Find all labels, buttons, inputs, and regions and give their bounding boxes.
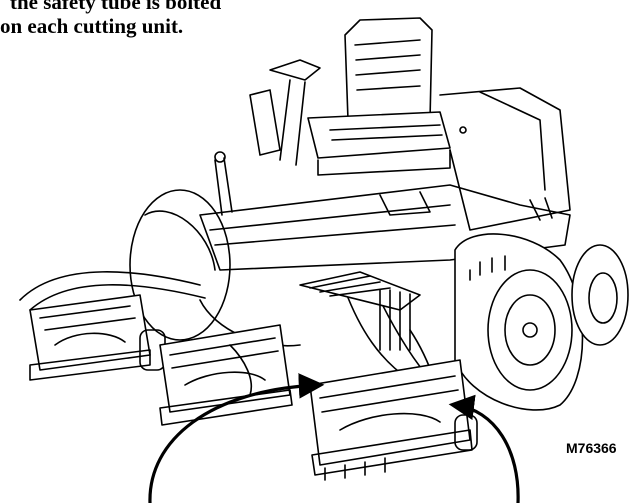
seat-drawing [307,17,451,176]
body-drawing [199,87,571,271]
grate-drawing [299,271,421,351]
cutting-unit-left-drawing [29,294,166,381]
rear-wheel-drawing [571,244,629,346]
callout-arrow-right [448,394,520,503]
callout-arrows [148,373,520,503]
instruction-text-line-2: on each cutting unit. [0,14,184,38]
cutting-unit-right-drawing [309,359,478,481]
left-wheel-drawing [129,189,231,341]
figure-code-label: M76366 [566,440,617,456]
instruction-text-line-1: the safety tube is bolted [10,0,222,14]
steering-drawing [214,59,321,216]
callout-arrow-left [148,373,325,503]
right-wheel-drawing [454,233,584,411]
